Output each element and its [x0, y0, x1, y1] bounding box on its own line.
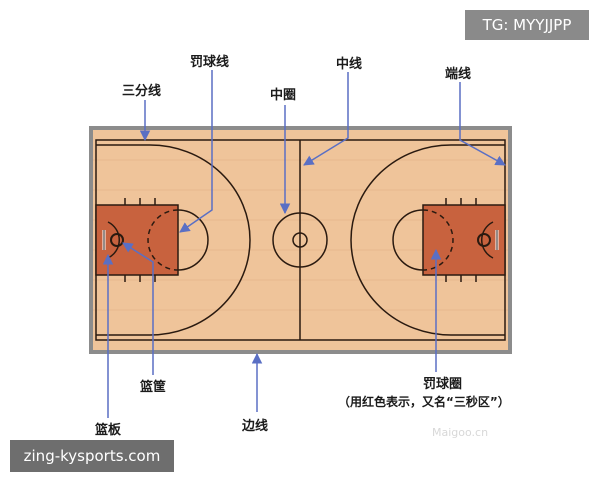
label-basket: 篮筐 [139, 379, 166, 395]
label-free-throw-note: （用红色表示，又名“三秒区”） [338, 394, 510, 409]
right-basket [477, 233, 491, 247]
right-key [422, 204, 506, 276]
arrow-end-line [459, 82, 506, 166]
label-center-circle: 中圈 [270, 87, 296, 103]
left-basket [110, 233, 124, 247]
tg-watermark: TG: MYYJJPP [465, 10, 589, 40]
left-three-point-line [96, 144, 251, 336]
site-watermark: Maigoo.cn [432, 426, 488, 439]
label-backboard: 篮板 [94, 422, 122, 438]
site-url-watermark: zing-kysports.com [10, 440, 174, 472]
right-three-point-line [350, 144, 505, 336]
arrow-center-line [303, 72, 349, 166]
label-end-line: 端线 [445, 66, 471, 82]
left-free-throw-circle-dashed [147, 209, 179, 271]
label-sideline: 边线 [241, 418, 268, 434]
arrow-free-throw-line [179, 70, 213, 233]
center-circle [272, 212, 328, 268]
label-center-line: 中线 [336, 56, 362, 72]
right-free-throw-circle [392, 209, 424, 271]
left-free-throw-circle [177, 209, 209, 271]
label-free-throw-line: 罚球线 [190, 54, 229, 70]
right-restricted-arc [481, 221, 494, 259]
arrow-basket [122, 242, 154, 375]
label-three-point-line: 三分线 [122, 83, 161, 99]
label-free-throw-circle: 罚球圈 [423, 376, 462, 392]
center-inner-circle [292, 232, 308, 248]
